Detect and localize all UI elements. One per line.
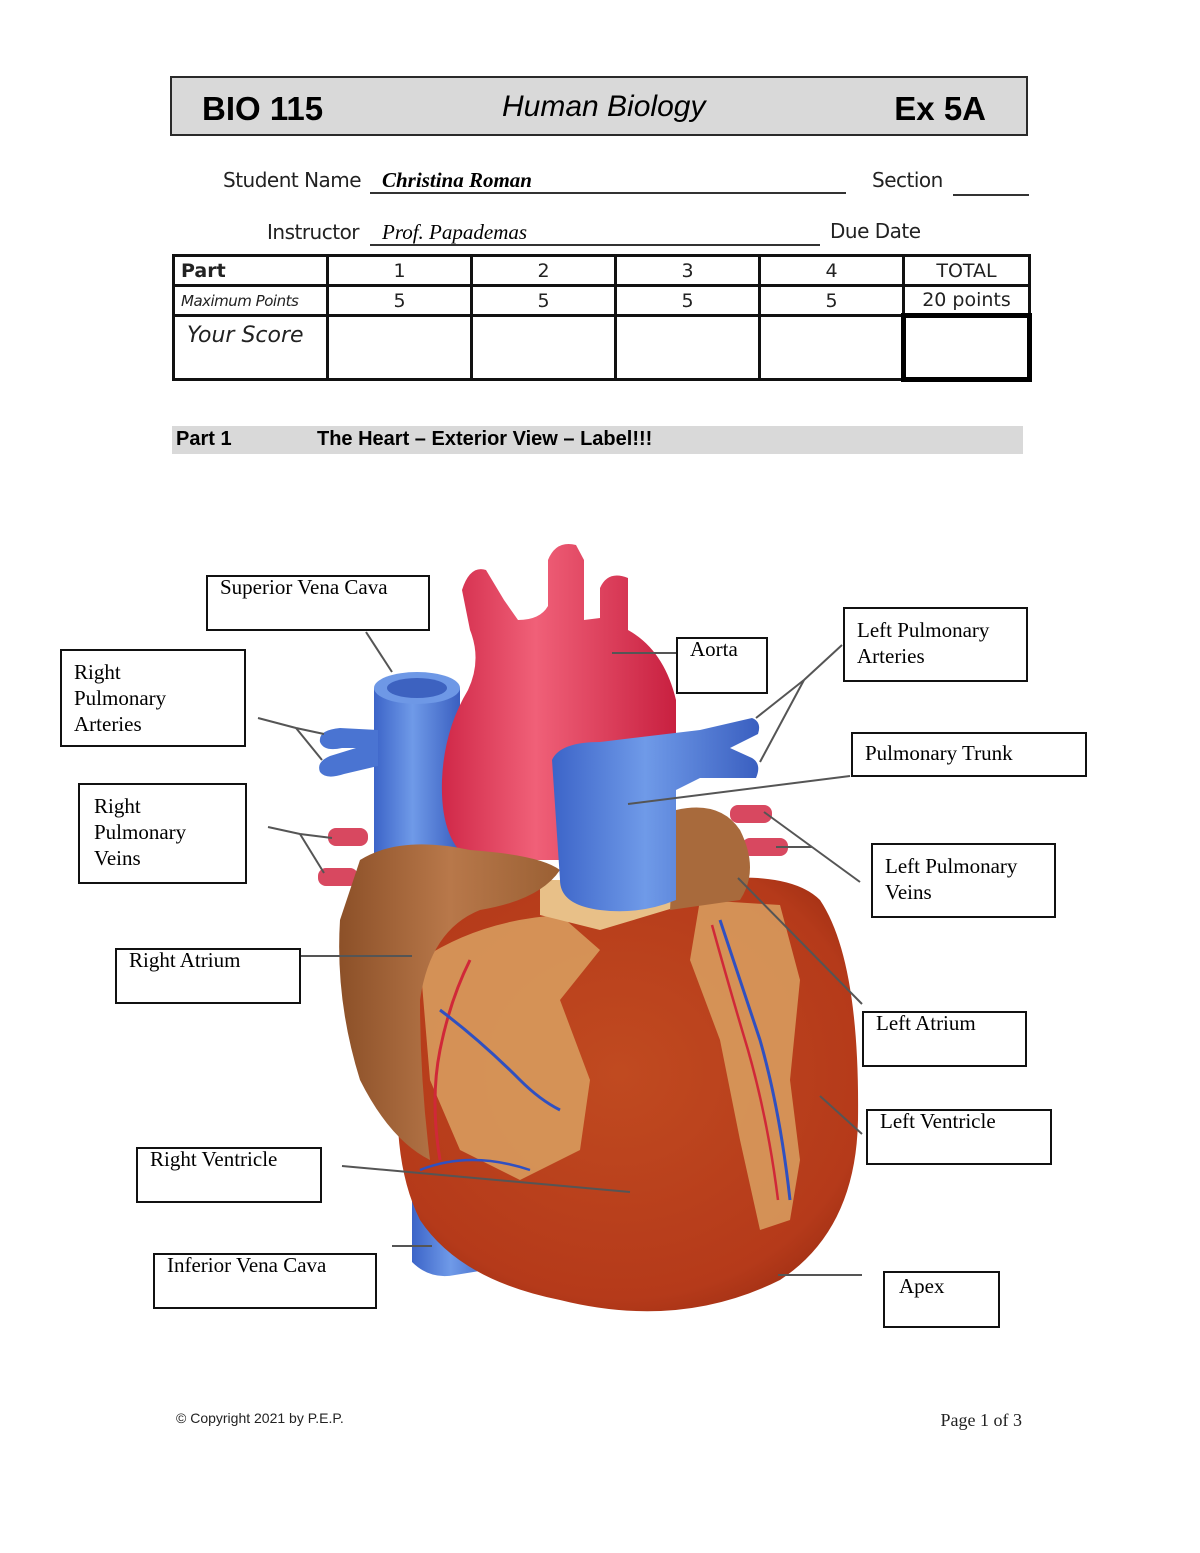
max-points-2: 5 bbox=[470, 284, 617, 317]
course-subject: Human Biology bbox=[502, 90, 706, 123]
table-row-max-points: Maximum Points 5 5 5 5 20 points bbox=[172, 284, 1031, 317]
left-atrium-shape bbox=[670, 807, 750, 910]
section-label: Section bbox=[872, 168, 943, 192]
copyright-notice: © Copyright 2021 by P.E.P. bbox=[176, 1410, 344, 1426]
score-table: Part 1 2 3 4 TOTAL Maximum Points 5 5 5 … bbox=[172, 254, 1032, 382]
label-right-pulmonary-arteries[interactable]: Right Pulmonary Arteries bbox=[60, 649, 246, 747]
column-header-3: 3 bbox=[614, 254, 761, 287]
max-points-4: 5 bbox=[758, 284, 905, 317]
pulmonary-trunk-shape bbox=[552, 718, 760, 912]
aorta-shape bbox=[441, 544, 676, 860]
section-field[interactable] bbox=[953, 170, 1029, 196]
label-line: Right bbox=[94, 794, 141, 818]
section-title: The Heart – Exterior View – Label!!! bbox=[317, 428, 653, 450]
section-number: Part 1 bbox=[176, 428, 232, 450]
score-cell-total[interactable] bbox=[901, 313, 1032, 382]
max-points-total: 20 points bbox=[902, 284, 1031, 317]
exercise-id: Ex 5A bbox=[894, 90, 986, 127]
column-header-4: 4 bbox=[758, 254, 905, 287]
table-row-your-score: Your Score bbox=[172, 313, 1032, 382]
label-right-pulmonary-veins[interactable]: Right Pulmonary Veins bbox=[78, 783, 247, 884]
section-heading: Part 1 The Heart – Exterior View – Label… bbox=[172, 426, 1023, 454]
label-line: Arteries bbox=[857, 644, 925, 668]
due-date-label: Due Date bbox=[830, 219, 921, 243]
column-header-1: 1 bbox=[326, 254, 473, 287]
score-cell-4[interactable] bbox=[758, 314, 905, 381]
label-aorta[interactable]: Aorta bbox=[676, 637, 768, 694]
label-right-atrium[interactable]: Right Atrium bbox=[115, 948, 301, 1004]
label-line: Left Pulmonary bbox=[885, 854, 1018, 878]
course-code: BIO 115 bbox=[202, 90, 324, 127]
label-line: Veins bbox=[885, 880, 932, 904]
page-number: Page 1 of 3 bbox=[940, 1410, 1022, 1430]
column-header-2: 2 bbox=[470, 254, 617, 287]
student-name-label: Student Name bbox=[223, 168, 362, 192]
row-header-your-score: Your Score bbox=[172, 314, 329, 381]
label-line: Pulmonary bbox=[74, 686, 167, 710]
label-line: Arteries bbox=[74, 712, 142, 736]
score-cell-3[interactable] bbox=[614, 314, 761, 381]
score-cell-1[interactable] bbox=[326, 314, 473, 381]
instructor-label: Instructor bbox=[267, 220, 360, 244]
label-apex[interactable]: Apex bbox=[883, 1271, 1000, 1328]
label-line: Left Pulmonary bbox=[857, 618, 990, 642]
label-left-ventricle[interactable]: Left Ventricle bbox=[866, 1109, 1052, 1165]
table-row-part: Part 1 2 3 4 TOTAL bbox=[172, 254, 1031, 287]
student-name-field[interactable]: Christina Roman bbox=[370, 168, 846, 194]
label-line: Veins bbox=[94, 846, 141, 870]
label-inferior-vena-cava[interactable]: Inferior Vena Cava bbox=[153, 1253, 377, 1309]
max-points-3: 5 bbox=[614, 284, 761, 317]
right-atrium-shape bbox=[339, 844, 560, 1160]
score-cell-2[interactable] bbox=[470, 314, 617, 381]
label-line: Pulmonary bbox=[94, 820, 187, 844]
label-superior-vena-cava[interactable]: Superior Vena Cava bbox=[206, 575, 430, 631]
column-header-total: TOTAL bbox=[902, 254, 1031, 287]
course-header: BIO 115 Human Biology Ex 5A bbox=[170, 76, 1028, 136]
row-header-max-points: Maximum Points bbox=[172, 284, 329, 317]
label-pulmonary-trunk[interactable]: Pulmonary Trunk bbox=[851, 732, 1087, 777]
label-left-pulmonary-veins[interactable]: Left Pulmonary Veins bbox=[871, 843, 1056, 918]
leader-lines bbox=[257, 631, 863, 1276]
row-header-part: Part bbox=[172, 254, 329, 287]
max-points-1: 5 bbox=[326, 284, 473, 317]
label-left-atrium[interactable]: Left Atrium bbox=[862, 1011, 1027, 1067]
label-line: Right bbox=[74, 660, 121, 684]
label-left-pulmonary-arteries[interactable]: Left Pulmonary Arteries bbox=[843, 607, 1028, 682]
label-right-ventricle[interactable]: Right Ventricle bbox=[136, 1147, 322, 1203]
instructor-field[interactable]: Prof. Papademas bbox=[370, 220, 820, 246]
